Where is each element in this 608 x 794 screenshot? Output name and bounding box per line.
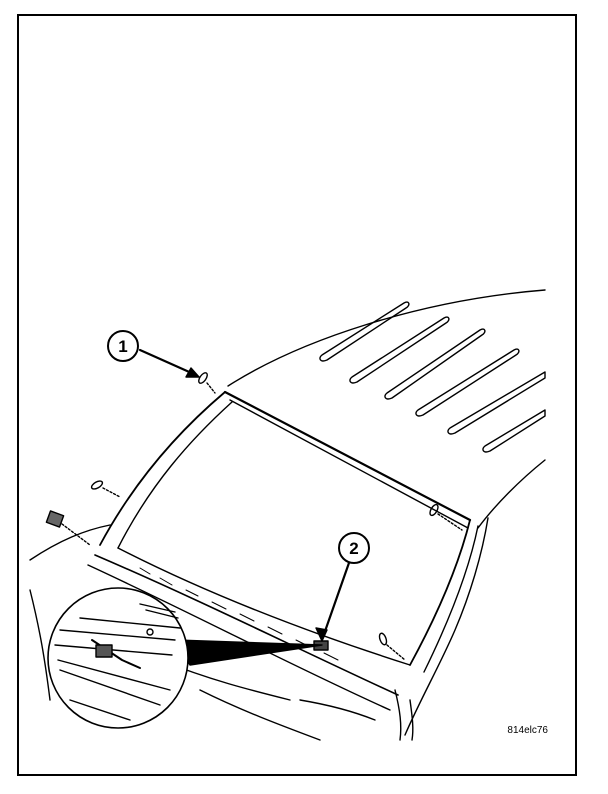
cowl-panel (94, 554, 399, 696)
cowl-louvers (139, 567, 339, 661)
magnifier-wedge (174, 639, 323, 666)
left-a-pillar (99, 391, 226, 546)
leader-2 (321, 558, 352, 639)
reference-code: 814elc76 (507, 725, 548, 736)
callout-2-label: 2 (349, 539, 358, 558)
windshield-lower-edge (117, 547, 411, 666)
roof-outline (227, 289, 546, 387)
callout-1-label: 1 (118, 337, 127, 356)
clip-right-lower (378, 632, 388, 646)
clip-right-upper (429, 503, 439, 517)
callout-1-circle (107, 330, 139, 362)
callout-2-circle (338, 532, 370, 564)
hood-left-edge (29, 524, 111, 561)
clip-1 (198, 372, 208, 384)
clip-left-pillar (90, 480, 104, 490)
right-a-pillar (409, 519, 471, 666)
roof-ribs (319, 301, 546, 453)
leader-1 (138, 348, 198, 377)
cowl-clip-left (45, 510, 65, 528)
roof-side-edge (477, 459, 546, 529)
header-molding (223, 390, 472, 522)
detail-inset (47, 587, 189, 729)
